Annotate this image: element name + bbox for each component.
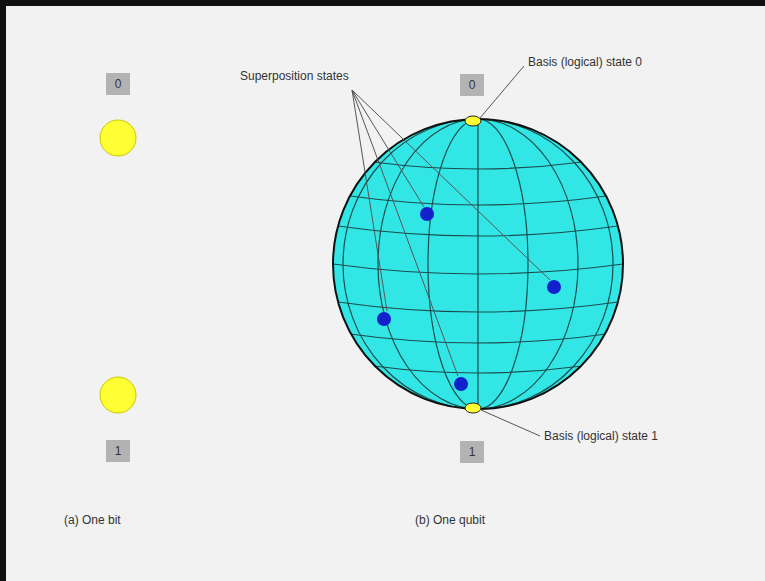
sphere-grid bbox=[333, 119, 623, 409]
callout-label: Basis (logical) state 1 bbox=[544, 430, 658, 443]
bloch-sphere bbox=[333, 119, 623, 409]
superposition-dots bbox=[377, 207, 561, 391]
state-box: 1 bbox=[460, 441, 484, 463]
leader-lines bbox=[352, 66, 550, 436]
callout-label: Superposition states bbox=[240, 70, 349, 83]
state-number: 1 bbox=[115, 445, 122, 457]
state-box: 1 bbox=[106, 440, 130, 462]
state-box: 0 bbox=[460, 74, 484, 96]
state-number: 0 bbox=[469, 79, 476, 91]
basis-state-1 bbox=[465, 403, 481, 413]
bit-state-1 bbox=[100, 377, 136, 413]
basis-state-0 bbox=[465, 116, 481, 126]
callout-label: Basis (logical) state 0 bbox=[528, 56, 642, 69]
state-number: 0 bbox=[115, 78, 122, 90]
frame-top bbox=[0, 0, 765, 6]
state-number: 1 bbox=[469, 446, 476, 458]
sphere-outline bbox=[333, 119, 623, 409]
panel-caption: (b) One qubit bbox=[415, 514, 485, 527]
bit-state-0 bbox=[100, 120, 136, 156]
state-box: 0 bbox=[106, 73, 130, 95]
frame-left bbox=[0, 0, 6, 581]
panel-caption: (a) One bit bbox=[64, 514, 121, 527]
